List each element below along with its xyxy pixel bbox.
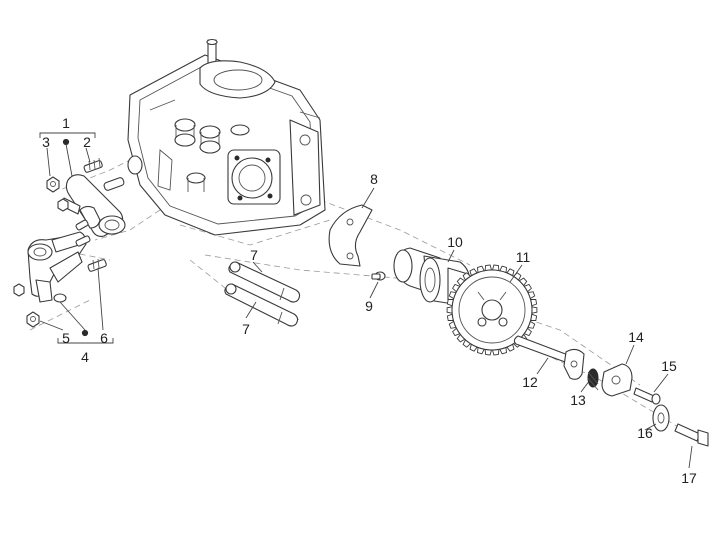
sprocket-tooth — [446, 306, 453, 314]
bolt-17 — [674, 423, 709, 447]
adjusting-screw-upper — [83, 157, 103, 173]
valve-springs — [174, 118, 250, 192]
callout-16: 16 — [637, 425, 653, 441]
callout-5: 5 — [62, 330, 70, 346]
group-bracket-4 — [57, 329, 114, 344]
callout-10: 10 — [447, 234, 463, 250]
cam-bore — [231, 157, 273, 199]
rocker-shaft-upper — [103, 177, 125, 191]
callout-9: 9 — [365, 298, 373, 314]
callout-1: 1 — [62, 115, 70, 131]
leader-lines — [39, 143, 693, 469]
bolt-15 — [633, 387, 661, 405]
sprocket-tooth — [531, 306, 538, 314]
callout-3: 3 — [42, 134, 50, 150]
callout-7-upper: 7 — [250, 247, 258, 263]
group-bracket-1 — [39, 132, 96, 146]
rocker-arm-lower — [27, 231, 87, 303]
nut-upper — [46, 176, 60, 193]
assembly-guide-lines — [29, 149, 701, 441]
nut-lower-2 — [26, 311, 40, 328]
adjusting-screw-lower — [87, 258, 107, 272]
washer — [652, 404, 670, 432]
callout-11: 11 — [516, 249, 531, 265]
screw-upper-small — [75, 219, 89, 231]
callout-7-lower: 7 — [242, 321, 250, 337]
callout-15: 15 — [661, 358, 677, 374]
cylinder-head — [127, 38, 326, 236]
callout-13: 13 — [570, 392, 586, 408]
callout-8: 8 — [370, 171, 378, 187]
camshaft — [393, 247, 471, 307]
rocker-arm-upper — [61, 174, 126, 237]
counterweight — [601, 363, 633, 397]
cam-plate — [328, 204, 373, 267]
bolt-9 — [371, 271, 386, 281]
push-rod-lower — [224, 283, 299, 327]
callout-6: 6 — [100, 330, 108, 346]
nut-lower-1 — [13, 283, 25, 297]
callout-12: 12 — [522, 374, 538, 390]
screw-lower-small — [75, 235, 91, 247]
callout-4: 4 — [81, 349, 89, 365]
push-rod-upper — [228, 261, 301, 303]
callout-14: 14 — [628, 329, 644, 345]
callout-labels: 1 2 3 4 5 6 7 7 8 9 10 11 12 13 14 15 16… — [42, 115, 697, 486]
callout-17: 17 — [681, 470, 697, 486]
decompressor-shaft — [513, 335, 585, 380]
nut-upper-2 — [57, 198, 69, 212]
callout-2: 2 — [83, 134, 91, 150]
spring — [587, 368, 599, 391]
